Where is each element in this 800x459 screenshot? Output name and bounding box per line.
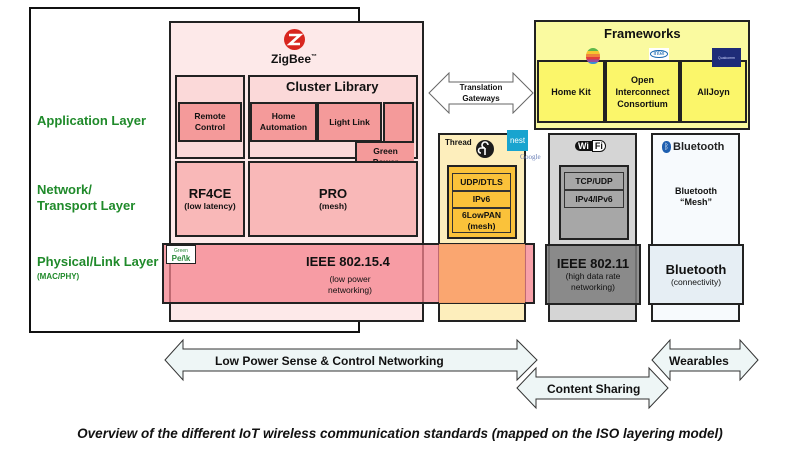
- framework-homekit[interactable]: Home Kit: [537, 60, 605, 123]
- physical-layer-label: Physical/Link Layer: [37, 254, 159, 269]
- apple-logo-icon: [586, 48, 600, 64]
- framework-oic[interactable]: Open Interconnect Consortium: [605, 60, 680, 123]
- thread-label: Thread: [445, 138, 472, 147]
- wearables-range-label: Wearables: [669, 354, 729, 368]
- network-layer-label: Network/ Transport Layer: [37, 182, 135, 214]
- content-sharing-arrow: [516, 366, 669, 410]
- qualcomm-logo-icon: Qualcomm: [712, 48, 741, 67]
- thread-logo-icon: [476, 140, 494, 158]
- wifi-tcp-udp: TCP/UDP: [564, 172, 624, 190]
- thread-phy-overlap: [439, 244, 525, 303]
- thread-6lowpan: 6LowPAN(mesh): [452, 208, 511, 233]
- network-layer-line1: Network/: [37, 182, 92, 197]
- google-logo-text: Google: [520, 153, 541, 161]
- ieee-802-15-4-title: IEEE 802.15.4: [306, 254, 390, 269]
- wifi-logo-icon: Wi Fi: [575, 140, 606, 152]
- frameworks-title: Frameworks: [604, 26, 681, 41]
- light-link-box: Light Link: [317, 102, 382, 142]
- application-layer-label: Application Layer: [37, 113, 147, 128]
- figure-caption: Overview of the different IoT wireless c…: [77, 426, 723, 441]
- wearables-arrow: [651, 338, 759, 382]
- thread-udp-dtls: UDP/DTLS: [452, 173, 511, 191]
- thread-ipv6: IPv6: [452, 191, 511, 208]
- pro-box: PRO (mesh): [248, 161, 418, 237]
- low-power-range-label: Low Power Sense & Control Networking: [215, 354, 444, 368]
- content-sharing-range-label: Content Sharing: [547, 382, 641, 396]
- intel-logo-icon: intel: [649, 48, 669, 60]
- bluetooth-mesh-label: Bluetooth“Mesh”: [675, 186, 717, 207]
- nest-logo-icon: nest: [507, 130, 528, 151]
- bluetooth-logo: ᛒ Bluetooth: [662, 141, 724, 153]
- low-power-arrow: [164, 338, 538, 382]
- bluetooth-rune-icon: ᛒ: [662, 141, 671, 153]
- zigbee-logo-icon: [284, 29, 305, 50]
- range-arrows: [164, 338, 759, 410]
- zigbee-logo-text: ZigBee™: [271, 52, 318, 66]
- physical-layer-sublabel: (MAC/PHY): [37, 272, 80, 281]
- ieee-802-11-box: IEEE 802.11 (high data rate networking): [545, 244, 641, 305]
- rf4ce-box: RF4CE (low latency): [175, 161, 245, 237]
- framework-alljoyn[interactable]: AllJoyn: [680, 60, 747, 123]
- network-layer-line2: Transport Layer: [37, 198, 136, 213]
- translation-gateway-arrow: [428, 72, 534, 114]
- greenpeak-logo-icon: Green Pe/\k: [166, 245, 196, 264]
- wifi-ipv4-ipv6: IPv4/IPv6: [564, 190, 624, 208]
- bluetooth-phy-box: Bluetooth (connectivity): [648, 244, 744, 305]
- translation-arrow-shape: [428, 72, 534, 114]
- cluster-library-title: Cluster Library: [286, 79, 379, 94]
